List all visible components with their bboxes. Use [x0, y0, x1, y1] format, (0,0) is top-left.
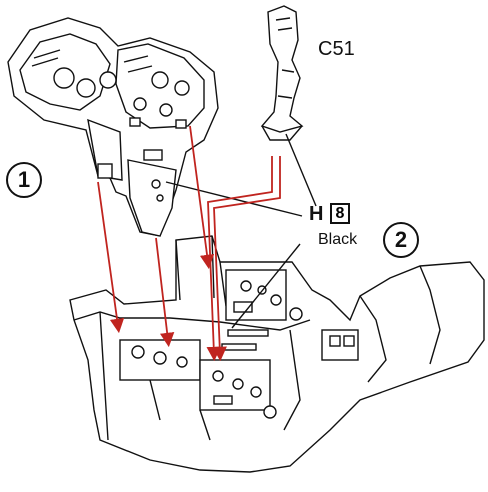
- leader-lines: [165, 133, 317, 329]
- paint-color-name: Black: [318, 231, 358, 248]
- cockpit-tub: [69, 235, 485, 473]
- arrow-right-panel: [189, 125, 215, 270]
- step-marker-1: 1: [6, 162, 42, 198]
- arrow-center-panel: [155, 237, 175, 348]
- paint-code-letter: H: [309, 203, 324, 225]
- arrow-stick-1: [206, 156, 273, 362]
- leader-line-stick: [285, 133, 317, 207]
- leader-line-tub: [231, 243, 301, 329]
- paint-code-number-box: 8: [330, 203, 350, 224]
- leader-line-panel: [165, 181, 303, 217]
- control-stick-part: [260, 5, 304, 141]
- assembly-arrows: [97, 125, 281, 362]
- step-marker-2: 2: [383, 222, 419, 258]
- part-code-label: C51: [318, 38, 355, 60]
- instrument-panel-assembly: [7, 17, 219, 237]
- arrow-left-panel: [97, 181, 125, 334]
- arrow-stick-2: [212, 156, 281, 362]
